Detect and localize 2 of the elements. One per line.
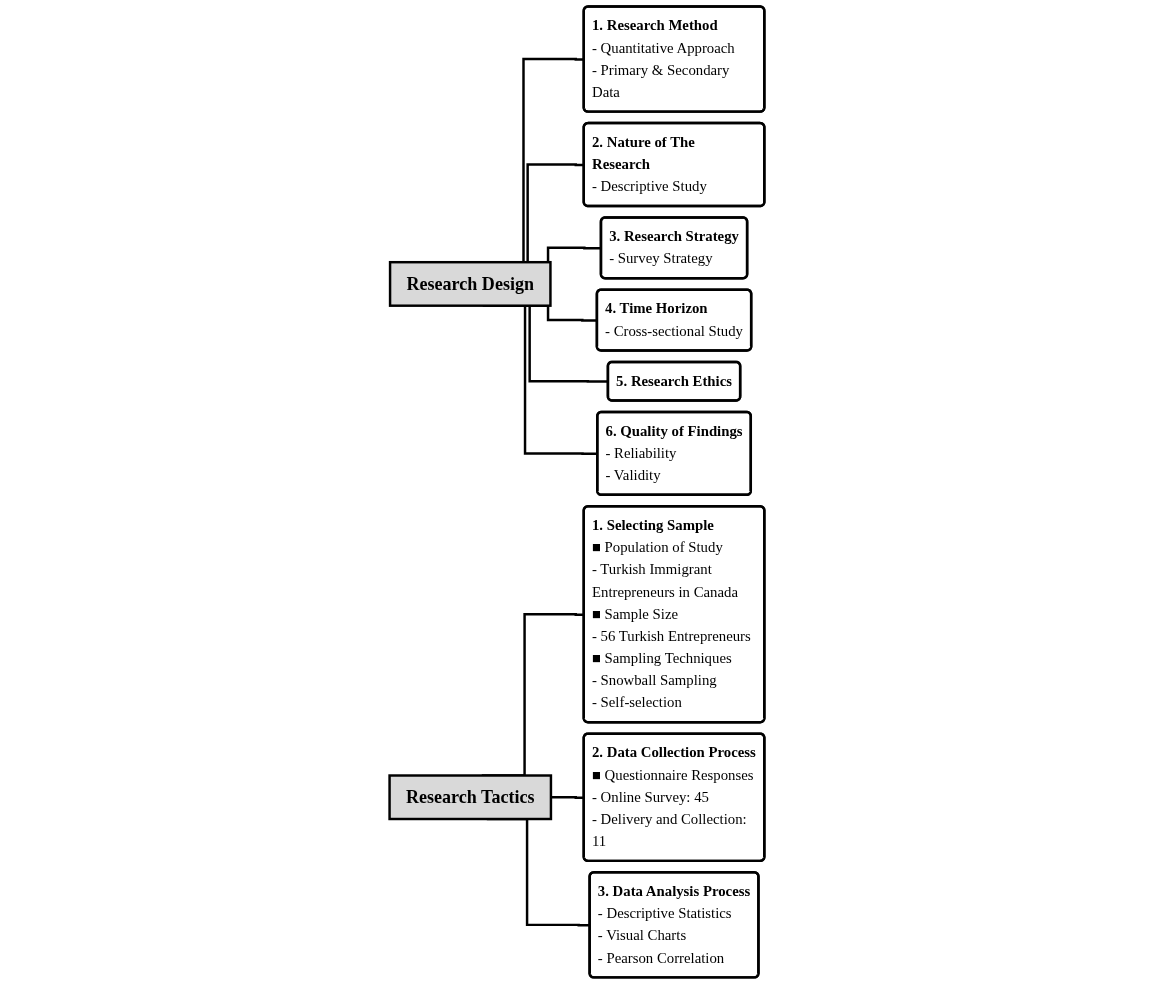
node-box: Research Tactics	[388, 774, 553, 821]
node-box: Research Design	[388, 260, 552, 307]
